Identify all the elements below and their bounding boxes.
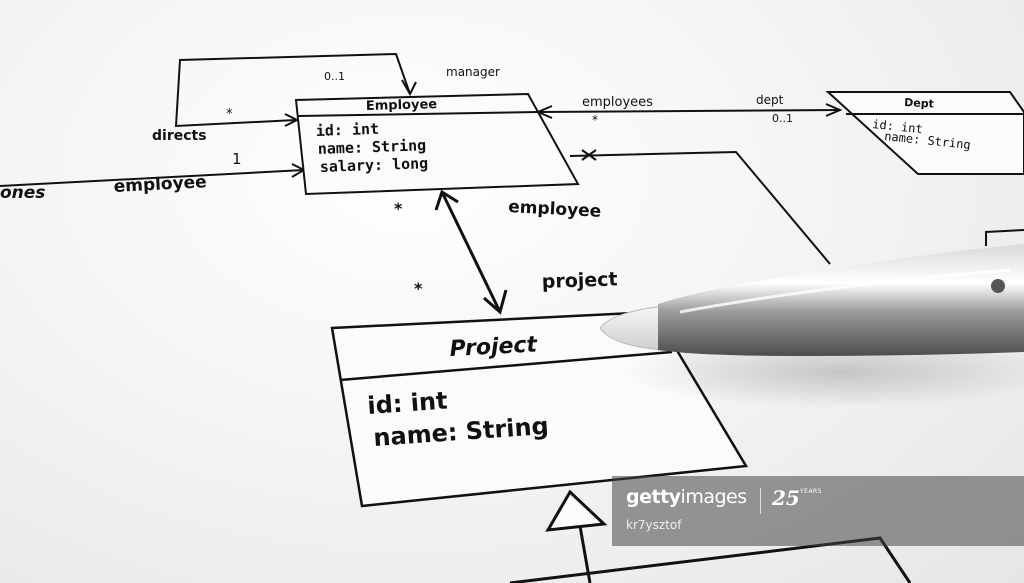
pen-icon — [599, 244, 1024, 356]
employee-attr-id: id: int — [316, 120, 380, 140]
employee-mid-label: employee — [508, 197, 602, 222]
watermark-brand-bold: getty — [626, 486, 681, 508]
employee-class: Employee id: int name: String salary: lo… — [294, 92, 580, 196]
manager-label: manager — [446, 65, 500, 79]
watermark-brand: gettyimages — [626, 486, 747, 508]
employee-attr-name: name: String — [318, 136, 427, 158]
manager-association — [174, 52, 417, 128]
directs-multiplicity: * — [226, 107, 233, 122]
employee-project-association — [434, 189, 508, 315]
watermark-credit: kr7ysztof — [626, 518, 682, 532]
watermark-years-number: 25 — [772, 486, 800, 510]
employee-mid-multiplicity: * — [394, 199, 403, 218]
partial-class-box — [985, 229, 1024, 246]
composition-line — [569, 149, 831, 265]
employee-attr-salary: salary: long — [320, 154, 429, 176]
watermark-brand-light: images — [680, 486, 748, 508]
project-class: Project id: int name: String — [330, 310, 749, 508]
project-multiplicity: * — [414, 279, 423, 298]
employee-class-title: Employee — [366, 97, 438, 114]
employee-left-multiplicity: 1 — [232, 150, 242, 168]
employee-left-label: employee — [113, 172, 207, 197]
employees-label: employees — [582, 95, 653, 110]
project-attr-id: id: int — [366, 386, 448, 420]
dept-class: Dept id: int name: String — [825, 91, 1024, 175]
employees-multiplicity: * — [592, 113, 598, 127]
dept-class-title: Dept — [904, 96, 934, 111]
watermark-divider — [760, 488, 761, 514]
dept-label: dept — [756, 93, 784, 107]
manager-multiplicity: 0..1 — [324, 70, 345, 83]
watermark-years-label: YEARS — [800, 488, 823, 495]
project-class-title: Project — [449, 332, 539, 362]
project-label: project — [541, 268, 618, 293]
directs-label: directs — [152, 128, 207, 144]
watermark: gettyimages 25 YEARS kr7ysztof — [612, 476, 1024, 546]
phones-label: ones — [0, 183, 45, 203]
dept-attr-id: id: int — [872, 117, 924, 136]
dept-multiplicity: 0..1 — [772, 112, 793, 125]
